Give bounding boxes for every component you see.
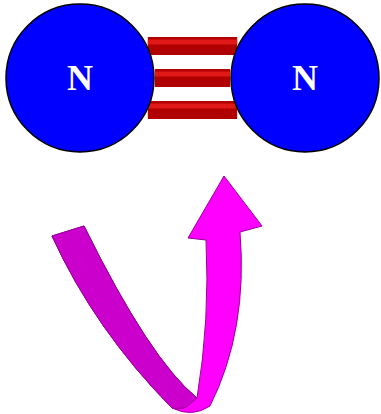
curved-arrow bbox=[52, 176, 262, 413]
bond-bar bbox=[148, 37, 237, 55]
curved-arrow-shade bbox=[52, 226, 197, 409]
atom-circle: N bbox=[230, 3, 380, 153]
atom-circle-shape bbox=[6, 4, 154, 152]
bond-bar bbox=[155, 69, 230, 87]
atom-circle-shape bbox=[231, 4, 379, 152]
atom-symbol: N bbox=[230, 3, 380, 153]
bond-bar bbox=[148, 101, 237, 119]
atom-circle: N bbox=[5, 3, 155, 153]
atom-symbol: N bbox=[5, 3, 155, 153]
bond-highlight bbox=[148, 104, 237, 109]
bond-highlight bbox=[148, 40, 237, 45]
bond-highlight bbox=[155, 72, 230, 77]
